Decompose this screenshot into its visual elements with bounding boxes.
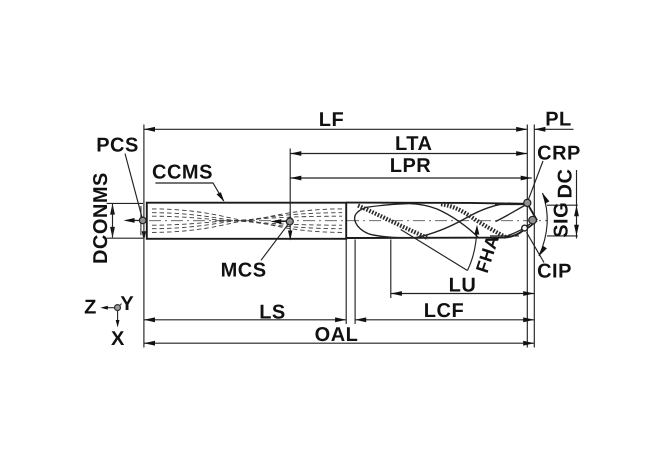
svg-text:CRP: CRP: [537, 143, 581, 165]
svg-text:OAL: OAL: [315, 324, 359, 346]
svg-text:Y: Y: [120, 293, 134, 315]
svg-text:LU: LU: [449, 275, 477, 297]
svg-text:CCMS: CCMS: [152, 162, 213, 184]
svg-text:LS: LS: [259, 301, 286, 323]
svg-text:DC: DC: [555, 169, 577, 199]
svg-text:LPR: LPR: [390, 155, 432, 177]
svg-text:DCONMS: DCONMS: [90, 172, 112, 264]
svg-text:LF: LF: [319, 109, 344, 131]
svg-text:X: X: [111, 328, 125, 350]
svg-text:Z: Z: [84, 297, 97, 319]
svg-text:PL: PL: [545, 109, 572, 131]
svg-text:LTA: LTA: [395, 133, 432, 155]
svg-text:LCF: LCF: [424, 300, 464, 322]
svg-text:CIP: CIP: [537, 260, 572, 282]
svg-text:MCS: MCS: [221, 260, 267, 282]
svg-text:SIG: SIG: [550, 202, 572, 238]
svg-text:PCS: PCS: [96, 134, 139, 156]
